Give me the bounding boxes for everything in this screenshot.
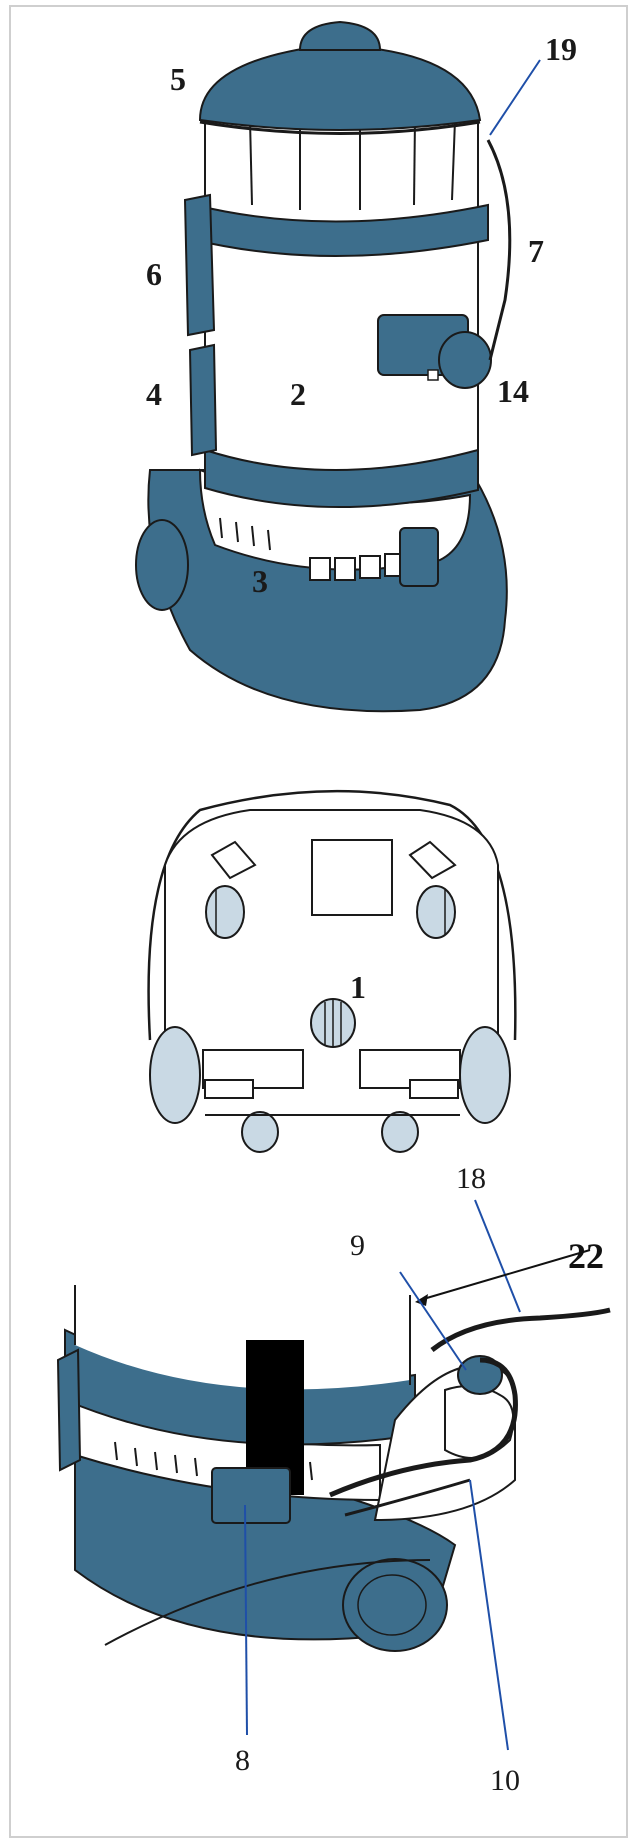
left-wheel bbox=[136, 520, 188, 610]
callout-10: 10 bbox=[490, 1764, 520, 1797]
callout-3: 3 bbox=[252, 563, 268, 599]
side-handle bbox=[212, 1468, 290, 1523]
side-wheel-hub bbox=[358, 1575, 426, 1635]
bottom-label-plate bbox=[312, 840, 392, 915]
callout-6: 6 bbox=[146, 256, 162, 292]
callout-18: 18 bbox=[456, 1162, 486, 1195]
callout-2: 2 bbox=[290, 376, 306, 412]
callout-1: 1 bbox=[350, 969, 366, 1005]
side-latch bbox=[58, 1350, 80, 1470]
wheel-right bbox=[460, 1027, 510, 1123]
tank-body bbox=[205, 120, 478, 470]
holder-front bbox=[445, 1386, 513, 1458]
callout-22: 22 bbox=[568, 1236, 604, 1276]
latch-lower bbox=[190, 345, 216, 455]
callout-14: 14 bbox=[497, 373, 529, 409]
callout-4: 4 bbox=[146, 376, 162, 412]
inlet-port bbox=[439, 332, 491, 388]
callout-7: 7 bbox=[528, 233, 544, 269]
callout-8: 8 bbox=[235, 1744, 250, 1777]
inlet-slot bbox=[428, 370, 438, 380]
wheel-left bbox=[150, 1027, 200, 1123]
latch-upper bbox=[185, 195, 214, 335]
callout-5: 5 bbox=[170, 61, 186, 97]
callout-19: 19 bbox=[545, 31, 577, 67]
power-switch bbox=[400, 528, 438, 586]
callout-9: 9 bbox=[350, 1229, 365, 1262]
